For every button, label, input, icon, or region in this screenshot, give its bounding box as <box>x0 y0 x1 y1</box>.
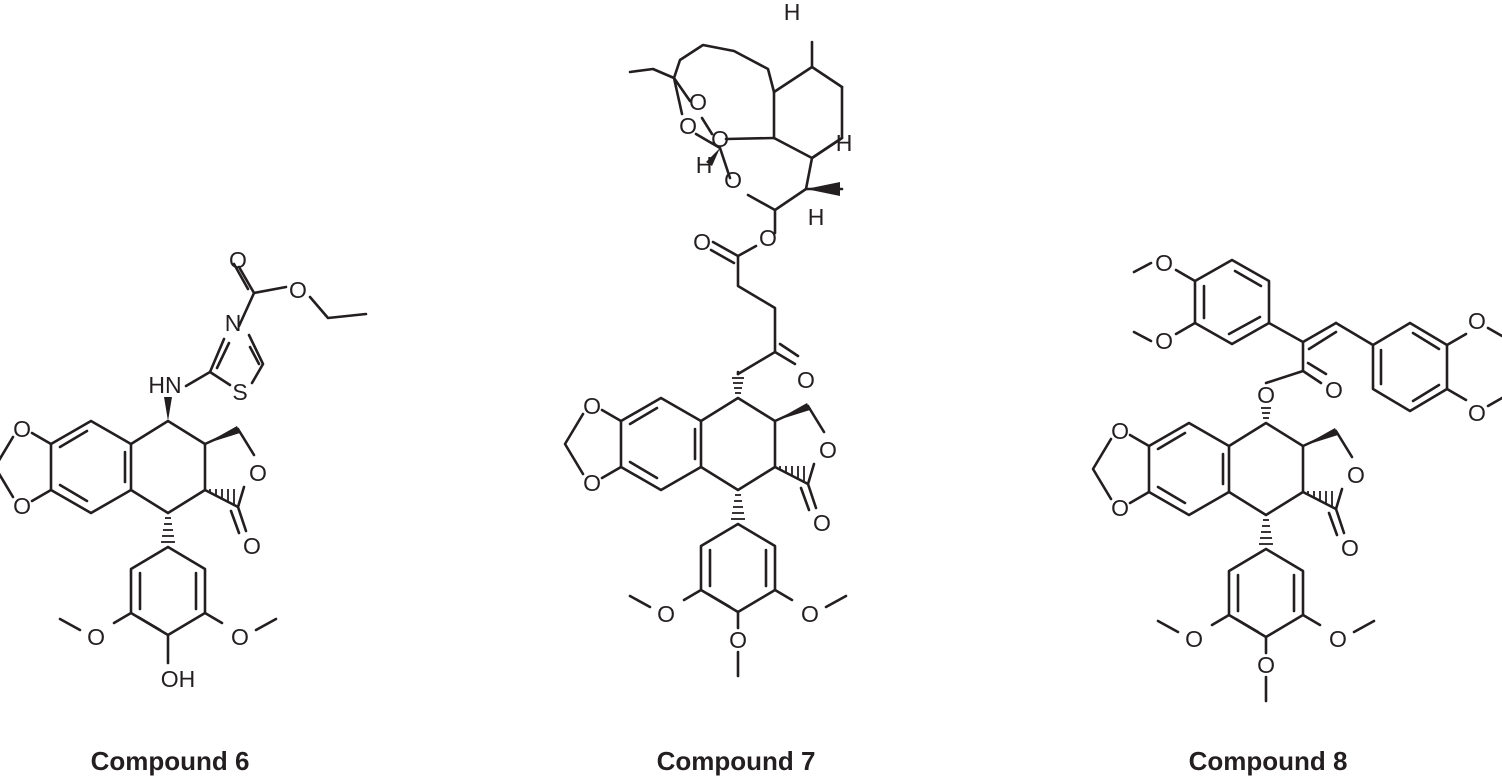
hydrogen-label: H <box>696 152 713 178</box>
oxygen-label: O <box>583 393 601 419</box>
oxygen-label: O <box>1325 377 1343 403</box>
sulfur-label: S <box>232 379 247 405</box>
oxygen-label: O <box>289 277 307 303</box>
oxygen-label: O <box>1257 652 1275 678</box>
oxygen-label: O <box>1111 495 1129 521</box>
oxygen-label: O <box>819 437 837 463</box>
oxygen-label: O <box>711 126 729 152</box>
amine-label: HN <box>148 372 181 398</box>
hydrogen-label: H <box>784 0 801 25</box>
compound-6-structure: O O N S HN O O O O O O OH <box>0 247 368 692</box>
oxygen-label: O <box>231 624 249 650</box>
oxygen-label: O <box>249 460 267 486</box>
oxygen-label: O <box>657 601 675 627</box>
oxygen-label: O <box>1111 418 1129 444</box>
oxygen-label: O <box>583 470 601 496</box>
oxygen-label: O <box>1468 308 1486 334</box>
compound-7-caption: Compound 7 <box>657 746 816 776</box>
oxygen-label: O <box>13 493 31 519</box>
oxygen-label: O <box>229 247 247 273</box>
oxygen-label: O <box>693 229 711 255</box>
oxygen-label: O <box>801 601 819 627</box>
oxygen-label: O <box>797 367 815 393</box>
oxygen-label: O <box>1185 626 1203 652</box>
compound-8-caption: Compound 8 <box>1189 746 1348 776</box>
compound-7-structure: O O O O O O O H H H H O O O O O O O <box>563 0 853 678</box>
oxygen-label: O <box>724 167 742 193</box>
hydrogen-label: H <box>808 204 825 230</box>
oxygen-label: O <box>243 533 261 559</box>
oxygen-label: O <box>1468 400 1486 426</box>
oxygen-label: O <box>759 225 777 251</box>
oxygen-label: O <box>1257 382 1275 408</box>
oxygen-label: O <box>87 624 105 650</box>
oxygen-label: O <box>813 510 831 536</box>
hydroxyl-label: OH <box>161 666 196 692</box>
oxygen-label: O <box>689 89 707 115</box>
oxygen-label: O <box>679 113 697 139</box>
nitrogen-label: N <box>225 310 242 336</box>
oxygen-label: O <box>1155 250 1173 276</box>
hydrogen-label: H <box>836 130 853 156</box>
compound-8-structure: O O O O O O O O O O O O O <box>1091 250 1502 703</box>
oxygen-label: O <box>1347 462 1365 488</box>
oxygen-label: O <box>1341 535 1359 561</box>
oxygen-label: O <box>1329 626 1347 652</box>
oxygen-label: O <box>13 416 31 442</box>
oxygen-label: O <box>729 627 747 653</box>
compound-6-caption: Compound 6 <box>91 746 250 776</box>
oxygen-label: O <box>1155 328 1173 354</box>
